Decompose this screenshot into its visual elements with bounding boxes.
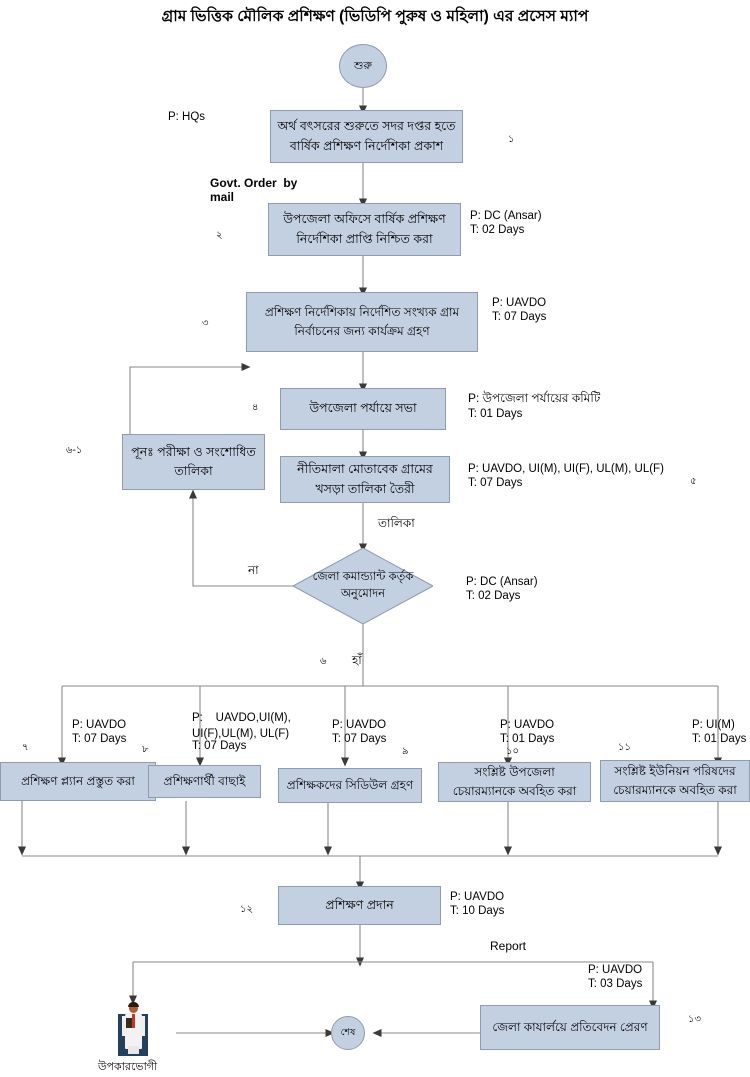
decision-number: ৬ [320, 656, 327, 667]
beneficiary-legs [128, 1046, 139, 1054]
node-8-number: ৮ [142, 744, 149, 755]
node-2-actor: P: DC (Ansar) [470, 210, 542, 222]
decision-line-2: কর্তৃক [388, 570, 414, 583]
start-node-label: শুরু [354, 59, 372, 72]
node-11-number: ১১ [618, 742, 631, 753]
node-inform-upazila-chairman[interactable]: সংশ্লিষ্ট উপজেলা চেয়ারম্যানকে অবহিত করা [438, 762, 591, 802]
node-11-time: T: 01 Days [692, 733, 747, 745]
beneficiary-left-arm [122, 1016, 127, 1036]
node-9-actor: P: UAVDO [332, 719, 387, 731]
end-node[interactable]: শেষ [331, 1016, 365, 1050]
node-10-number: ১০ [506, 746, 519, 757]
node-13-time: T: 03 Days [588, 978, 643, 990]
node-publish-annual-training-guideline[interactable]: অর্থ বৎসরের শুরুতে সদর দপ্তর হতে বার্ষিক… [270, 110, 463, 163]
node-4-time: T: 01 Days [468, 408, 523, 420]
node-11-line-2: চেয়ারম্যানকে অবহিত করা [613, 783, 737, 797]
node-4-actor: P: উপজেলা পর্যায়ের কমিটি [468, 391, 601, 405]
node-2-number: ২ [216, 230, 223, 241]
beneficiary-right-arm [140, 1016, 145, 1036]
node-7-label: প্রশিক্ষণ প্ল্যান প্রস্তুত করা [21, 774, 135, 789]
node-4-line-1: উপজেলা পর্যায়ে সভা [309, 401, 417, 416]
node-send-report-district-office[interactable]: জেলা কাযার্লয়ে প্রতিবেদন প্রেরণ [480, 1005, 660, 1050]
node-11-actor: P: UI(M) [692, 719, 735, 731]
node-confirm-receipt-upazila-office[interactable]: উপজেলা অফিসে বার্ষিক প্রশিক্ষণ নির্দেশিক… [268, 203, 461, 256]
page-title: গ্রাম ভিত্তিক মৌলিক প্রশিক্ষণ (ভিডিপি পু… [161, 8, 589, 25]
node-13-number: ১৩ [688, 1014, 701, 1025]
node-4-number: ৪ [252, 402, 259, 413]
node-upazila-level-meeting[interactable]: উপজেলা পর্যায়ে সভা [280, 388, 446, 430]
edge-label-no: না [248, 563, 259, 577]
node-7-time: T: 07 Days [72, 733, 127, 745]
decision-actor: P: DC (Ansar) [466, 576, 538, 588]
node-1-line-2: বার্ষিক প্রশিক্ষণ নির্দেশিকা প্রকাশ [289, 138, 444, 153]
node-3-time: T: 07 Days [492, 311, 547, 323]
beneficiary-clipboard-icon [126, 1018, 134, 1028]
node-1-number: ১ [508, 134, 515, 145]
node-5-number: ৫ [690, 476, 697, 487]
node-12-time: T: 10 Days [450, 905, 505, 917]
start-node[interactable]: শুরু [339, 44, 387, 88]
decision-line-3: অনুমোদন [340, 588, 386, 600]
beneficiary-head [129, 1004, 138, 1013]
node-3-actor: P: UAVDO [492, 297, 547, 309]
node-prepare-training-plan[interactable]: প্রশিক্ষণ প্ল্যান প্রস্তুত করা [0, 762, 156, 801]
node-11-line-1: সংশ্লিষ্ট ইউনিয়ন পরিষদের [614, 764, 736, 779]
node-5-line-2: খসড়া তালিকা তৈরী [315, 481, 415, 496]
decision-time: T: 02 Days [466, 590, 521, 602]
node-village-selection-activity[interactable]: প্রশিক্ষণ নির্দেশিকায় নির্দেশিত সংখ্যক … [246, 292, 478, 352]
decision-district-commandant-approval[interactable]: জেলা কমান্ড্যান্ট কর্তৃক অনুমোদন [293, 548, 433, 624]
edge-label-report: Report [490, 939, 527, 953]
node-6-1-line-2: তালিকা [174, 464, 213, 478]
node-inform-union-parishad-chairman[interactable]: সংশ্লিষ্ট ইউনিয়ন পরিষদের চেয়ারম্যানকে … [600, 760, 750, 802]
node-9-number: ৯ [402, 746, 409, 757]
node-12-number: ১২ [240, 904, 253, 915]
node-draft-village-list[interactable]: নীতিমালা মোতাবেক গ্রামের খসড়া তালিকা তৈ… [280, 456, 450, 503]
node-6-1-line-1: পূনঃ পরীক্ষা ও সংশোধিত [131, 444, 256, 459]
node-5-line-1: নীতিমালা মোতাবেক গ্রামের [297, 462, 433, 477]
edge-label-list: তালিকা [378, 516, 415, 530]
node-deliver-training[interactable]: প্রশিক্ষণ প্রদান [278, 886, 441, 925]
beneficiary-caption: উপকারভোগী [98, 1061, 158, 1073]
node-10-line-1: সংশ্লিষ্ট উপজেলা [474, 765, 555, 780]
node-3-line-1: প্রশিক্ষণ নির্দেশিকায় নির্দেশিত সংখ্যক … [264, 305, 460, 320]
node-9-time: T: 07 Days [332, 733, 387, 745]
beneficiary-stethoscope-icon [132, 1014, 135, 1028]
node-8-time: T: 07 Days [192, 740, 247, 752]
node-collect-trainer-schedule[interactable]: প্রশিক্ষকদের সিডিউল গ্রহণ [278, 768, 422, 803]
edge-label-yes: হাঁ [352, 653, 362, 667]
node-1-actor: P: HQs [168, 111, 206, 123]
node-8-actor: P: UAVDO,UI(M), UI(F),UL(M), UL(F) [192, 712, 291, 740]
node-10-line-2: চেয়ারম্যানকে অবহিত করা [452, 784, 577, 798]
node-2-line-1: উপজেলা অফিসে বার্ষিক প্রশিক্ষণ [283, 212, 446, 227]
node-recheck-revised-list[interactable]: পূনঃ পরীক্ষা ও সংশোধিত তালিকা [122, 434, 265, 490]
node-1-line-1: অর্থ বৎসরের শুরুতে সদর দপ্তর হতে [277, 119, 456, 134]
node-2-time: T: 02 Days [470, 224, 525, 236]
node-5-time: T: 07 Days [468, 477, 523, 489]
decision-line-1: জেলা কমান্ড্যান্ট [312, 570, 386, 583]
node-9-label: প্রশিক্ষকদের সিডিউল গ্রহণ [286, 778, 414, 793]
diamond-shape-icon [293, 548, 433, 624]
node-6-1-number: ৬-১ [66, 445, 83, 456]
node-3-line-2: নির্বাচনের জন্য কার্যক্রম গ্রহণ [294, 324, 430, 338]
node-7-number: ৭ [22, 742, 29, 753]
node-10-actor: P: UAVDO [500, 719, 555, 731]
node-7-actor: P: UAVDO [72, 719, 127, 731]
beneficiary-hair [128, 1002, 139, 1007]
node-13-actor: P: UAVDO [588, 964, 643, 976]
node-12-label: প্রশিক্ষণ প্রদান [325, 897, 394, 912]
node-8-label: প্রশিক্ষণার্থী বাছাই [163, 774, 246, 789]
node-select-trainees[interactable]: প্রশিক্ষণার্থী বাছাই [148, 765, 261, 798]
node-3-number: ৩ [202, 318, 209, 329]
node-2-line-2: নির্দেশিকা প্রাপ্তি নিশ্চিত করা [296, 231, 433, 246]
end-node-label: শেষ [340, 1026, 356, 1038]
node-12-actor: P: UAVDO [450, 891, 505, 903]
edge-label-govt-order: Govt. Order by mail [210, 176, 298, 204]
node-13-label: জেলা কাযার্লয়ে প্রতিবেদন প্রেরণ [492, 1020, 648, 1035]
node-5-actor: P: UAVDO, UI(M), UI(F), UL(M), UL(F) [468, 463, 664, 475]
beneficiary-person-icon [110, 1000, 156, 1056]
node-10-time: T: 01 Days [500, 733, 555, 745]
